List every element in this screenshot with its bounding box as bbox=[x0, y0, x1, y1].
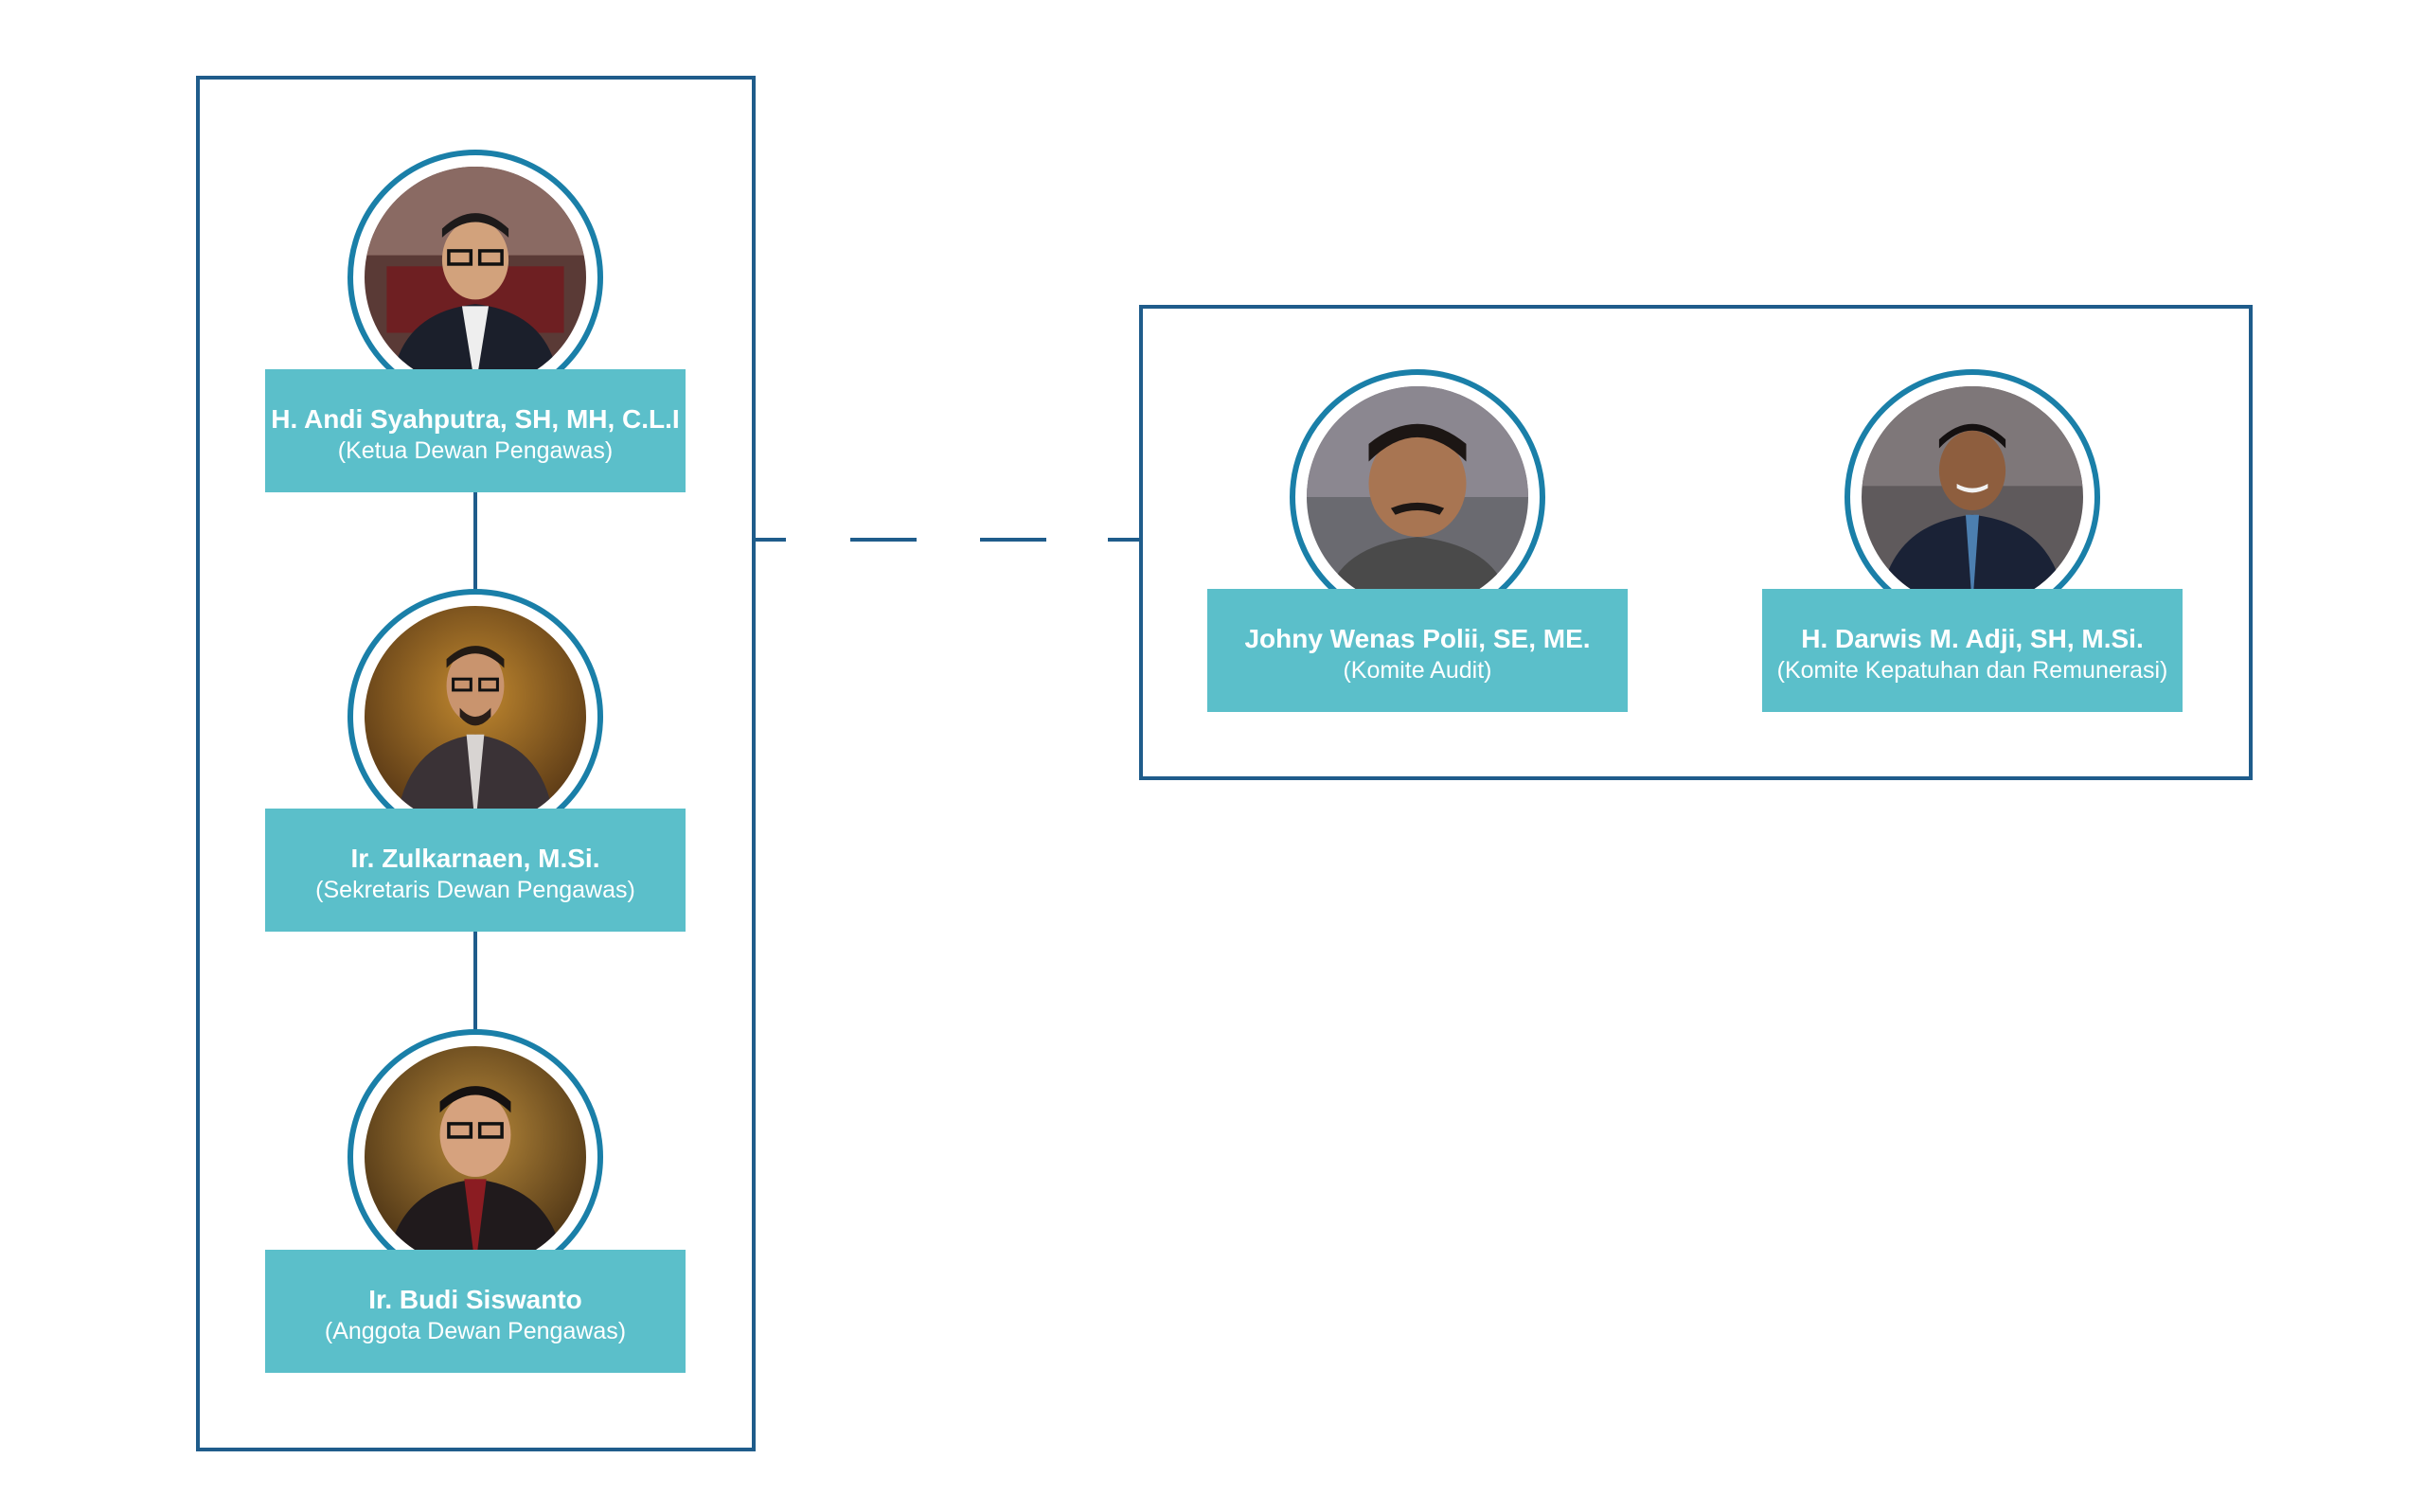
member-role: (Komite Audit) bbox=[1343, 657, 1492, 684]
portrait-image bbox=[1862, 386, 2083, 608]
member-label: H. Andi Syahputra, SH, MH, C.L.I (Ketua … bbox=[265, 369, 686, 492]
member-name: H. Darwis M. Adji, SH, M.Si. bbox=[1801, 624, 2144, 653]
portrait-image bbox=[365, 606, 586, 827]
member-role: (Komite Kepatuhan dan Remunerasi) bbox=[1776, 657, 2168, 684]
member-photo bbox=[348, 1029, 603, 1285]
member-label: Ir. Budi Siswanto (Anggota Dewan Pengawa… bbox=[265, 1250, 686, 1373]
member-name: Johny Wenas Polii, SE, ME. bbox=[1244, 624, 1591, 653]
dashed-connector-segment bbox=[850, 538, 917, 542]
dashed-connector-segment bbox=[756, 538, 786, 542]
member-photo bbox=[1290, 369, 1545, 625]
member-role: (Ketua Dewan Pengawas) bbox=[337, 437, 614, 464]
portrait-image bbox=[365, 1046, 586, 1268]
dashed-connector-segment bbox=[980, 538, 1046, 542]
dashed-connector-segment bbox=[1108, 538, 1141, 542]
connector-line bbox=[473, 490, 477, 595]
member-photo bbox=[348, 150, 603, 405]
member-label: H. Darwis M. Adji, SH, M.Si. (Komite Kep… bbox=[1762, 589, 2183, 712]
member-label: Johny Wenas Polii, SE, ME. (Komite Audit… bbox=[1207, 589, 1628, 712]
member-name: H. Andi Syahputra, SH, MH, C.L.I bbox=[271, 404, 680, 434]
member-role: (Sekretaris Dewan Pengawas) bbox=[315, 877, 635, 903]
committee-frame bbox=[1139, 305, 2253, 780]
portrait-image bbox=[1307, 386, 1528, 608]
portrait-image bbox=[365, 167, 586, 388]
member-name: Ir. Zulkarnaen, M.Si. bbox=[350, 844, 600, 873]
member-photo bbox=[348, 589, 603, 845]
member-name: Ir. Budi Siswanto bbox=[368, 1285, 582, 1314]
member-label: Ir. Zulkarnaen, M.Si. (Sekretaris Dewan … bbox=[265, 809, 686, 932]
member-role: (Anggota Dewan Pengawas) bbox=[324, 1318, 627, 1344]
member-photo bbox=[1845, 369, 2100, 625]
connector-line bbox=[473, 930, 477, 1034]
board-frame bbox=[196, 76, 756, 1451]
